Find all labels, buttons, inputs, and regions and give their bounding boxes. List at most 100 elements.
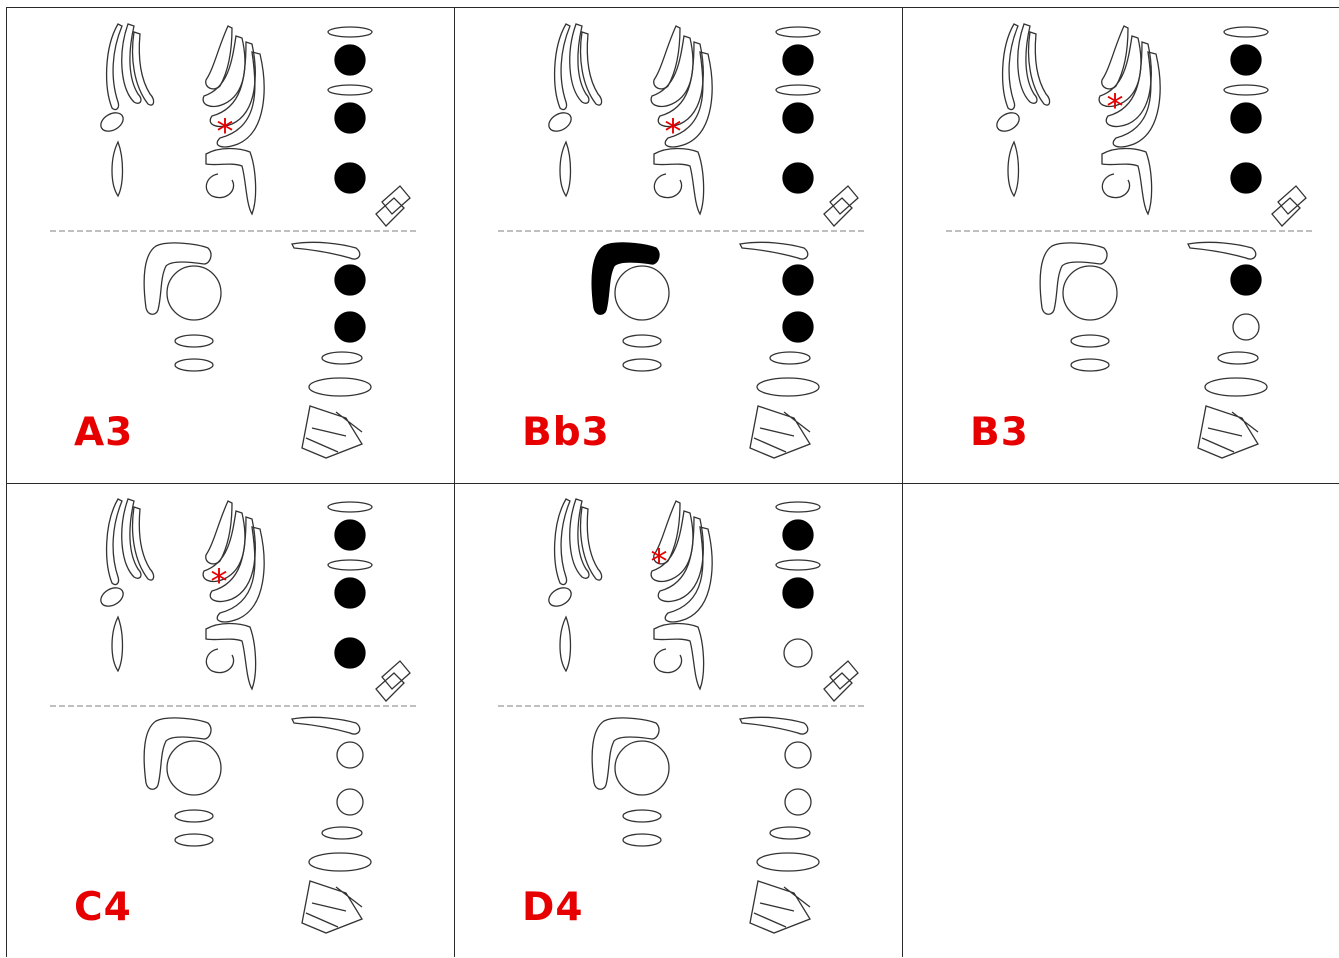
closed-hole (334, 637, 366, 669)
lower-curved-key (205, 622, 257, 691)
upper-key-1 (1101, 25, 1129, 90)
half-hole-star: * (211, 562, 228, 602)
side-key-5 (559, 140, 572, 198)
closed-hole (1230, 264, 1262, 296)
fingering-cell: * Bb3 (454, 8, 902, 483)
upper-key-4 (1112, 51, 1161, 148)
fingering-diagram: * (50, 23, 418, 459)
pinky-key-1 (321, 351, 363, 365)
pinky-key-1 (769, 826, 811, 840)
fingering-drawing (100, 498, 411, 702)
fingering-drawing (548, 23, 859, 227)
lower-drawing (591, 716, 820, 934)
upper-key-4 (664, 51, 713, 148)
side-key-4 (548, 587, 572, 607)
fingering-drawing (996, 23, 1307, 227)
open-hole (784, 741, 812, 769)
side-lever (375, 660, 411, 702)
upper-key-2 (650, 35, 694, 108)
trill-key-2 (327, 84, 373, 96)
trill-key-1 (327, 501, 373, 513)
table-border-top (6, 7, 1339, 8)
pinky-key-2 (1204, 377, 1268, 397)
closed-hole (782, 311, 814, 343)
thumb-key-1 (622, 809, 662, 823)
side-key-2 (1017, 23, 1038, 104)
fingering-drawing (548, 498, 859, 702)
pinky-lever (739, 716, 809, 735)
closed-hole (1230, 44, 1262, 76)
trill-key-1 (327, 26, 373, 38)
note-label: C4 (74, 885, 132, 930)
pinky-lever (291, 241, 361, 260)
side-lever (375, 185, 411, 227)
lower-curved-key (653, 622, 705, 691)
fingering-diagram: * (498, 23, 866, 459)
upper-key-1 (653, 500, 681, 565)
trill-key-1 (775, 501, 821, 513)
open-hole (336, 741, 364, 769)
register-key (143, 242, 212, 315)
pinky-key-1 (1217, 351, 1259, 365)
fingering-cell: * B3 (902, 8, 1339, 483)
side-key-3 (131, 506, 155, 581)
note-label: B3 (970, 410, 1029, 455)
open-hole (783, 638, 813, 668)
bottom-lever (301, 880, 363, 934)
thumb-key-1 (622, 334, 662, 348)
small-curve-key (205, 648, 235, 674)
small-curve-key (653, 648, 683, 674)
thumb-key-2 (622, 833, 662, 847)
fingering-cell: * C4 (6, 483, 454, 957)
trill-key-1 (1223, 26, 1269, 38)
pinky-key-2 (308, 852, 372, 872)
lower-curved-key (653, 147, 705, 216)
side-key-5 (111, 615, 124, 673)
trill-key-2 (1223, 84, 1269, 96)
lower-drawing (591, 241, 820, 459)
pinky-key-2 (308, 377, 372, 397)
half-hole-star: * (217, 112, 234, 152)
lower-curved-key (1101, 147, 1153, 216)
empty-cell (902, 483, 1339, 957)
side-key-5 (559, 615, 572, 673)
closed-hole (334, 519, 366, 551)
pinky-lever (1187, 241, 1257, 260)
bottom-lever (301, 405, 363, 459)
side-key-1 (1001, 23, 1019, 111)
trill-key-2 (775, 84, 821, 96)
side-lever (1271, 185, 1307, 227)
open-hole (336, 788, 364, 816)
closed-hole (1230, 162, 1262, 194)
fingering-cell: * A3 (6, 8, 454, 483)
fingering-diagram: * (498, 498, 866, 934)
pinky-key-1 (321, 826, 363, 840)
side-key-4 (548, 112, 572, 132)
thumb-hole (614, 265, 670, 321)
register-key (591, 717, 660, 790)
note-label: A3 (74, 410, 134, 455)
bottom-lever (1197, 405, 1259, 459)
upper-key-4 (664, 526, 713, 623)
upper-key-1 (205, 25, 233, 90)
thumb-key-2 (1070, 358, 1110, 372)
trill-key-2 (775, 559, 821, 571)
closed-hole (334, 162, 366, 194)
side-key-1 (105, 498, 123, 586)
thumb-key-2 (174, 833, 214, 847)
pinky-key-2 (756, 377, 820, 397)
side-key-5 (1007, 140, 1020, 198)
closed-hole (782, 519, 814, 551)
thumb-key-2 (622, 358, 662, 372)
bottom-lever (749, 880, 811, 934)
closed-hole (334, 577, 366, 609)
table-border-left (6, 7, 7, 957)
lower-curved-key (205, 147, 257, 216)
side-key-3 (131, 31, 155, 106)
small-curve-key (205, 173, 235, 199)
side-lever (823, 185, 859, 227)
side-key-1 (105, 23, 123, 111)
table-border-middle (6, 483, 1339, 484)
small-curve-key (1101, 173, 1131, 199)
closed-hole (782, 102, 814, 134)
